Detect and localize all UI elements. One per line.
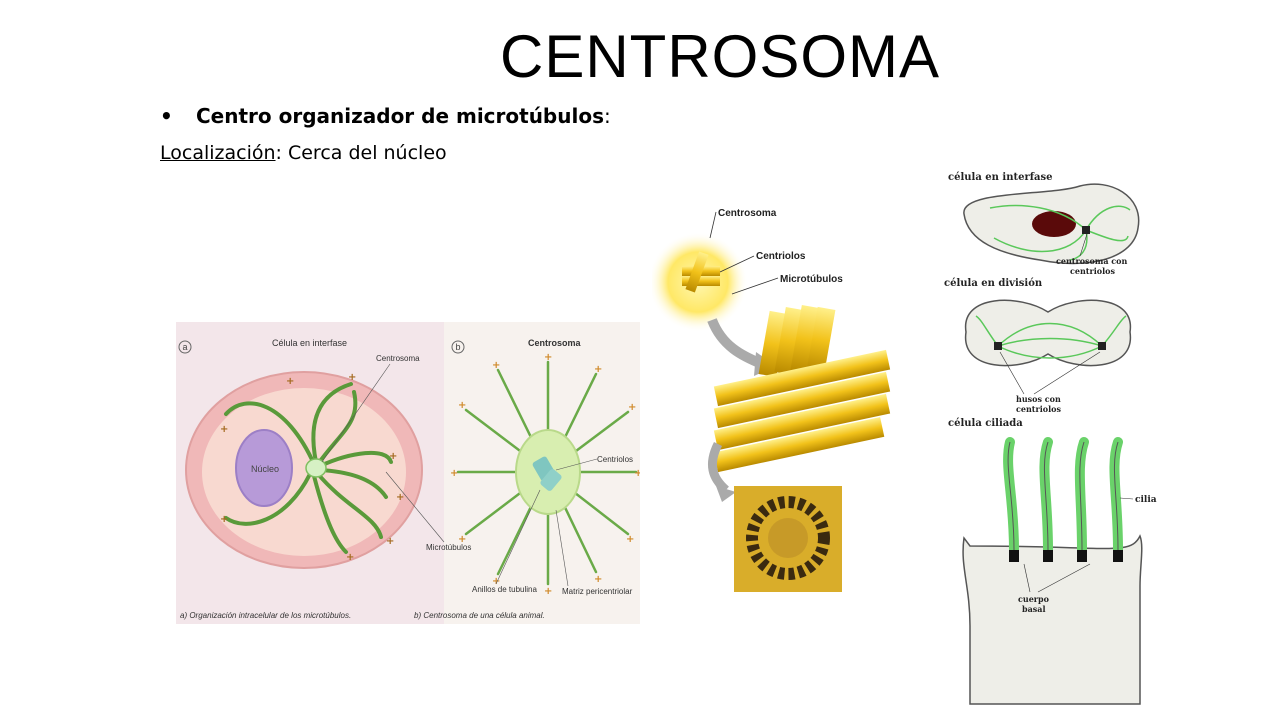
svg-text:+: + xyxy=(458,400,466,411)
location-label: Localización xyxy=(160,142,276,164)
svg-text:+: + xyxy=(346,552,354,563)
bullet-dot: • xyxy=(160,104,173,128)
panel-b-letter: b xyxy=(455,342,460,352)
centrioles-label: Centriolos xyxy=(756,251,806,262)
svg-text:+: + xyxy=(594,364,602,375)
svg-text:+: + xyxy=(220,424,228,435)
spindles-with-label: husos con xyxy=(1016,394,1061,404)
svg-text:+: + xyxy=(628,402,636,413)
cilia-label: cilia xyxy=(1135,495,1157,505)
cilia xyxy=(1003,437,1123,555)
centriole xyxy=(540,469,562,491)
microtubule-arcs xyxy=(224,382,393,554)
svg-text:+: + xyxy=(492,576,500,587)
location-text: : Cerca del núcleo xyxy=(275,142,447,164)
small-centrioles xyxy=(682,251,720,293)
svg-text:+: + xyxy=(450,468,458,479)
svg-text:+: + xyxy=(220,514,228,525)
plus-ends: + + + + + + + + xyxy=(220,372,404,563)
microtubules-label: Microtúbulos xyxy=(780,274,843,285)
slide-title: CENTROSOMA xyxy=(499,23,941,90)
large-centriole-horizontal xyxy=(713,349,891,473)
svg-text:+: + xyxy=(458,534,466,545)
svg-text:+: + xyxy=(626,534,634,545)
dividing-cell xyxy=(965,299,1131,367)
centrioles-label-2: centriolos xyxy=(1016,404,1061,414)
svg-text:+: + xyxy=(396,492,404,503)
svg-text:+: + xyxy=(389,451,397,462)
svg-text:+: + xyxy=(634,468,640,479)
basal-label-2: basal xyxy=(1022,604,1046,614)
svg-text:+: + xyxy=(544,586,552,597)
svg-text:+: + xyxy=(286,376,294,387)
svg-text:+: + xyxy=(492,360,500,371)
basal-label-1: cuerpo xyxy=(1018,594,1050,604)
svg-text:+: + xyxy=(348,372,356,383)
centriole-structure-figure: Centrosoma Centriolos Microtúbulos xyxy=(652,208,891,592)
ciliated-label: célula ciliada xyxy=(948,418,1023,429)
svg-text:+: + xyxy=(386,536,394,547)
nucleus xyxy=(235,429,293,507)
cytoplasm xyxy=(202,388,406,556)
cell-centrosome-figure: a Célula en interfase Núcleo +++ +++ ++ … xyxy=(176,322,640,624)
microtubules-label: Microtúbulos xyxy=(426,543,471,552)
interphase-nucleus xyxy=(1032,211,1076,237)
caption-a: a) Organización intracelular de los micr… xyxy=(180,611,351,620)
panel-b-title: Centrosoma xyxy=(528,338,582,348)
zoom-arrow-2 xyxy=(707,441,730,494)
location-line: Localización: Cerca del núcleo xyxy=(160,142,447,164)
svg-text:+: + xyxy=(594,574,602,585)
pericentriolar-label: Matriz pericentriolar xyxy=(562,587,633,596)
centrosome-label: Centrosoma xyxy=(718,208,777,219)
centrosome-with-label: centrosoma con xyxy=(1056,256,1128,266)
basal-bodies xyxy=(1009,550,1123,562)
tubulin-rings-label: Anillos de tubulina xyxy=(472,585,537,594)
panel-a-letter: a xyxy=(182,342,187,352)
nucleus-label: Núcleo xyxy=(251,464,279,474)
centrioles-label-1: centriolos xyxy=(1070,266,1115,276)
zoom-arrow xyxy=(707,318,764,369)
large-centriole-vertical xyxy=(758,304,836,378)
plus-ends-b: + + + + + + + + + + + + xyxy=(450,352,640,597)
bullet-colon: : xyxy=(604,104,611,128)
centrosome xyxy=(305,458,327,478)
interphase-label: célula en interfase xyxy=(948,172,1053,183)
centrosome-label: Centrosoma xyxy=(376,354,420,363)
cell-types-figure: célula en interfase centrosoma con centr… xyxy=(944,172,1157,705)
bullet-point: • Centro organizador de microtúbulos: xyxy=(160,104,611,128)
panel-a-title: Célula en interfase xyxy=(272,338,347,348)
caption-b: b) Centrosoma de una célula animal. xyxy=(414,611,545,620)
centrioles-label: Centriolos xyxy=(597,455,633,464)
svg-text:+: + xyxy=(544,352,552,363)
bullet-heading: Centro organizador de microtúbulos xyxy=(196,104,604,128)
division-label: célula en división xyxy=(944,278,1043,289)
